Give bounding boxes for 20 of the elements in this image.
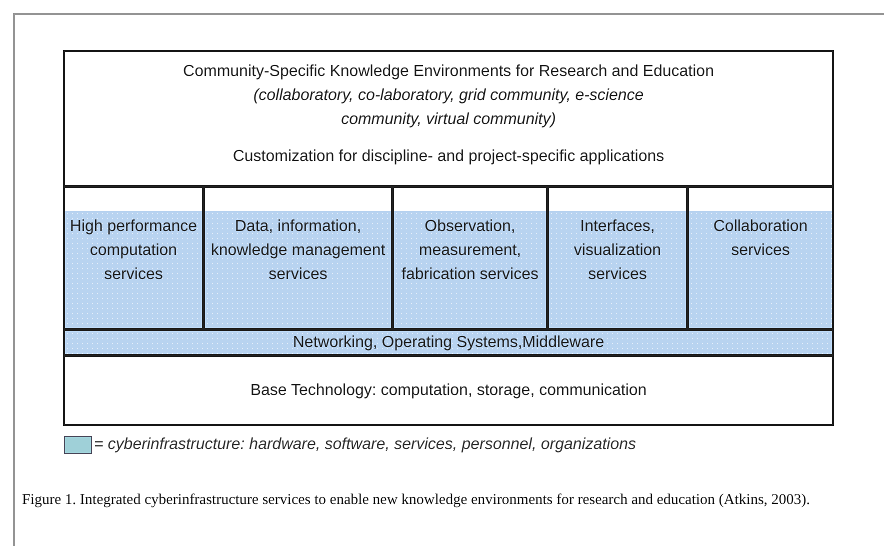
layer-box: [63, 50, 834, 187]
service-box: [547, 186, 688, 330]
layer-text: Customization for discipline- and project-specific applications: [232, 147, 666, 167]
service-box: [687, 186, 834, 330]
layer-label: Networking, Operating Systems,Middleware: [292, 333, 606, 353]
layer-box: [63, 355, 834, 426]
service-label: High performance computation services: [68, 217, 198, 285]
service-label: Interfaces, visualization services: [572, 217, 662, 285]
service-label: Observation, measurement, fabrication services: [400, 217, 540, 285]
layer-label: Base Technology: computation, storage, communication: [249, 381, 648, 401]
service-label: Data, information, knowledge management services: [210, 217, 386, 285]
service-box: [63, 186, 204, 330]
layer-title: Community-Specific Knowledge Environments for Research and Education: [182, 62, 715, 82]
layer-bar: [63, 329, 834, 356]
legend-text: = cyberinfrastructure: hardware, software, services, personnel, organizations: [94, 436, 636, 454]
figure-caption: Figure 1. Integrated cyberinfrastructure services to enable new knowledge environments for research and education (Atkins, 2003).: [22, 491, 812, 510]
service-label: Collaboration services: [712, 217, 809, 261]
examples-text: (collaboratory, co-laboratory, grid community, e-science community, virtual community): [252, 86, 645, 130]
service-box: [203, 186, 393, 330]
service-box: [392, 186, 548, 330]
